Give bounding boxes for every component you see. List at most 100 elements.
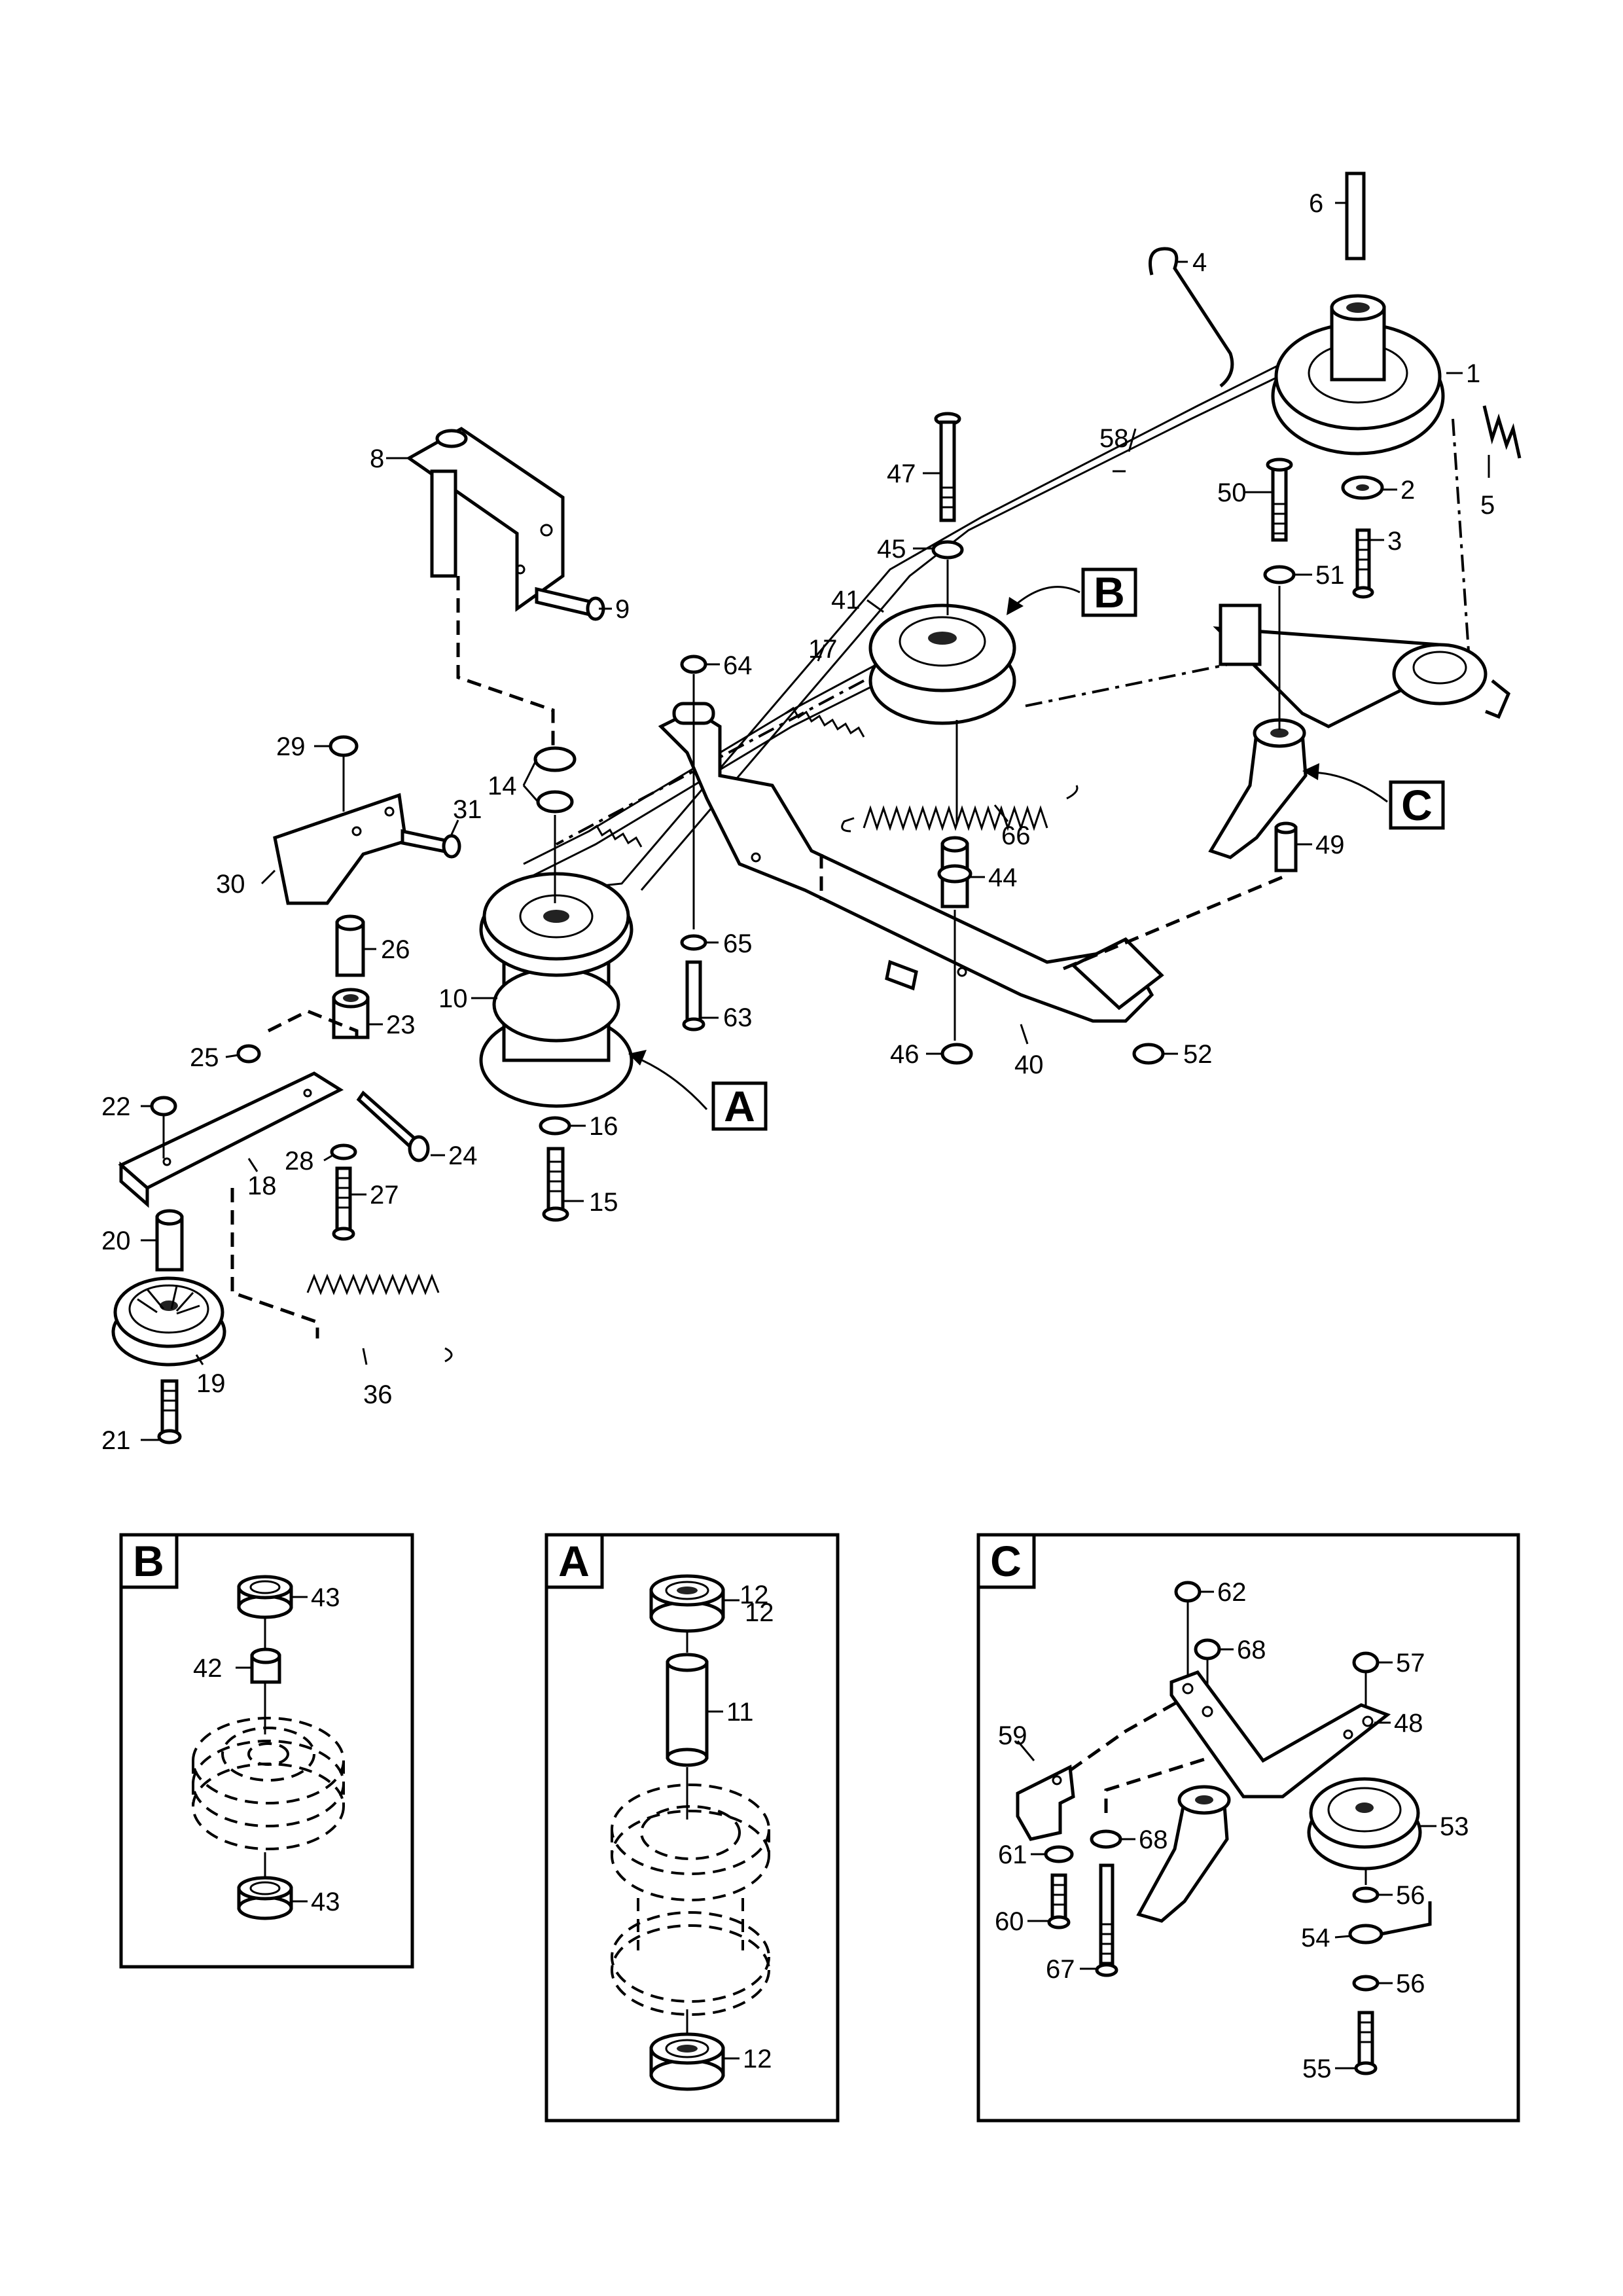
spacer-11 (666, 1653, 709, 1767)
bolt-60 (1047, 1873, 1071, 1929)
label-c-56-upper: 56 (1396, 1881, 1425, 1910)
bracket-59 (1016, 1765, 1075, 1841)
label-19: 19 (196, 1369, 226, 1398)
bolt-50 (1266, 457, 1293, 542)
pulley-19 (111, 1276, 226, 1367)
washer-28 (330, 1143, 357, 1160)
label-4: 4 (1192, 248, 1207, 277)
label-41: 41 (831, 586, 861, 615)
bearing-12-bottom (649, 2032, 725, 2091)
spacer-20 (155, 1209, 184, 1272)
bolt-24 (356, 1090, 430, 1162)
washer-65 (680, 934, 707, 951)
label-b-43-top: 43 (311, 1583, 340, 1612)
washer-61 (1044, 1845, 1074, 1863)
bushing-42 (250, 1647, 281, 1684)
label-10: 10 (438, 984, 468, 1013)
idler-arm-54 (1348, 1901, 1432, 1945)
bracket-c (1208, 718, 1308, 859)
clip-5 (1482, 405, 1522, 459)
label-c-53: 53 (1440, 1812, 1469, 1841)
bolt-15 (542, 1147, 569, 1222)
bracket-8 (406, 427, 565, 612)
rod-4 (1149, 247, 1234, 387)
label-29: 29 (276, 732, 306, 761)
label-c-62: 62 (1217, 1578, 1247, 1607)
label-5: 5 (1480, 491, 1495, 520)
bearing-43-top (237, 1575, 293, 1619)
label-2: 2 (1400, 476, 1415, 505)
detail-b-letter: B (133, 1537, 164, 1585)
screw-31 (401, 829, 461, 859)
label-14: 14 (488, 772, 517, 800)
label-22: 22 (101, 1092, 131, 1121)
label-c-67: 67 (1046, 1955, 1075, 1984)
label-64: 64 (723, 651, 753, 680)
label-3: 3 (1387, 527, 1402, 556)
bushing-23 (332, 988, 370, 1039)
label-a-12-bottom: 12 (743, 2045, 772, 2073)
spacer-49 (1274, 821, 1298, 872)
callout-b-letter: B (1094, 568, 1125, 617)
nut-68 (1194, 1638, 1221, 1660)
label-50: 50 (1217, 478, 1247, 507)
label-65: 65 (723, 929, 753, 958)
main-labels: 6 4 1 2 3 5 58 47 45 50 51 41 17 64 65 6… (101, 189, 1495, 1455)
detail-c-panel: C (976, 1533, 1520, 2123)
label-9: 9 (615, 595, 630, 624)
bracket-18 (118, 1071, 344, 1208)
detail-c-letter: C (990, 1537, 1022, 1585)
label-52: 52 (1183, 1040, 1213, 1069)
label-31: 31 (453, 795, 482, 824)
label-20: 20 (101, 1227, 131, 1255)
label-b-42: 42 (193, 1654, 223, 1683)
label-c-57: 57 (1396, 1649, 1425, 1677)
washer-16 (539, 1116, 571, 1136)
frame-40 (658, 702, 1164, 1023)
spacer-26 (335, 914, 365, 977)
label-21: 21 (101, 1426, 131, 1455)
nut-22 (150, 1096, 177, 1117)
label-c-54: 54 (1301, 1924, 1330, 1952)
nut-46 (940, 1043, 973, 1065)
pulley-10 (479, 872, 633, 1108)
callout-a: A (628, 1050, 768, 1131)
label-8: 8 (370, 444, 384, 473)
bolt-55 (1354, 2011, 1378, 2075)
label-c-61: 61 (998, 1840, 1027, 1869)
label-46: 46 (890, 1040, 919, 1069)
leader-lines (141, 202, 1490, 1441)
label-58: 58 (1099, 424, 1129, 453)
label-15: 15 (589, 1188, 618, 1217)
label-18: 18 (247, 1172, 277, 1200)
arm-48 (1169, 1670, 1391, 1799)
label-30: 30 (216, 870, 245, 899)
label-c-59: 59 (998, 1721, 1027, 1750)
label-b-43-bottom: 43 (311, 1888, 340, 1916)
label-c-68-lower: 68 (1139, 1825, 1168, 1854)
label-45: 45 (877, 535, 906, 564)
ghost-pulley-a (611, 1784, 770, 2016)
washer-2 (1341, 475, 1384, 500)
label-36: 36 (363, 1380, 393, 1409)
callout-c-letter: C (1401, 781, 1433, 829)
nut-29 (329, 735, 359, 757)
label-66: 66 (1001, 821, 1031, 850)
bracket-c-detail (1136, 1785, 1231, 1923)
label-a-12-second: 12 (745, 1598, 774, 1627)
detail-a-panel: A (544, 1533, 840, 2123)
washer-56-bottom (1352, 1975, 1380, 1992)
bracket-30 (273, 793, 408, 905)
nut-25 (236, 1044, 261, 1064)
ghost-pulley-b (192, 1717, 345, 1850)
nut-57 (1352, 1651, 1380, 1674)
label-1: 1 (1466, 359, 1480, 388)
pulley-1 (1271, 294, 1445, 456)
detail-b-panel: B 43 42 (119, 1533, 414, 1969)
label-47: 47 (887, 459, 916, 488)
callout-b: B (1007, 567, 1137, 617)
label-49: 49 (1315, 831, 1345, 859)
callout-a-letter: A (724, 1082, 755, 1130)
spring-36 (306, 1273, 453, 1363)
label-c-55: 55 (1302, 2054, 1332, 2083)
